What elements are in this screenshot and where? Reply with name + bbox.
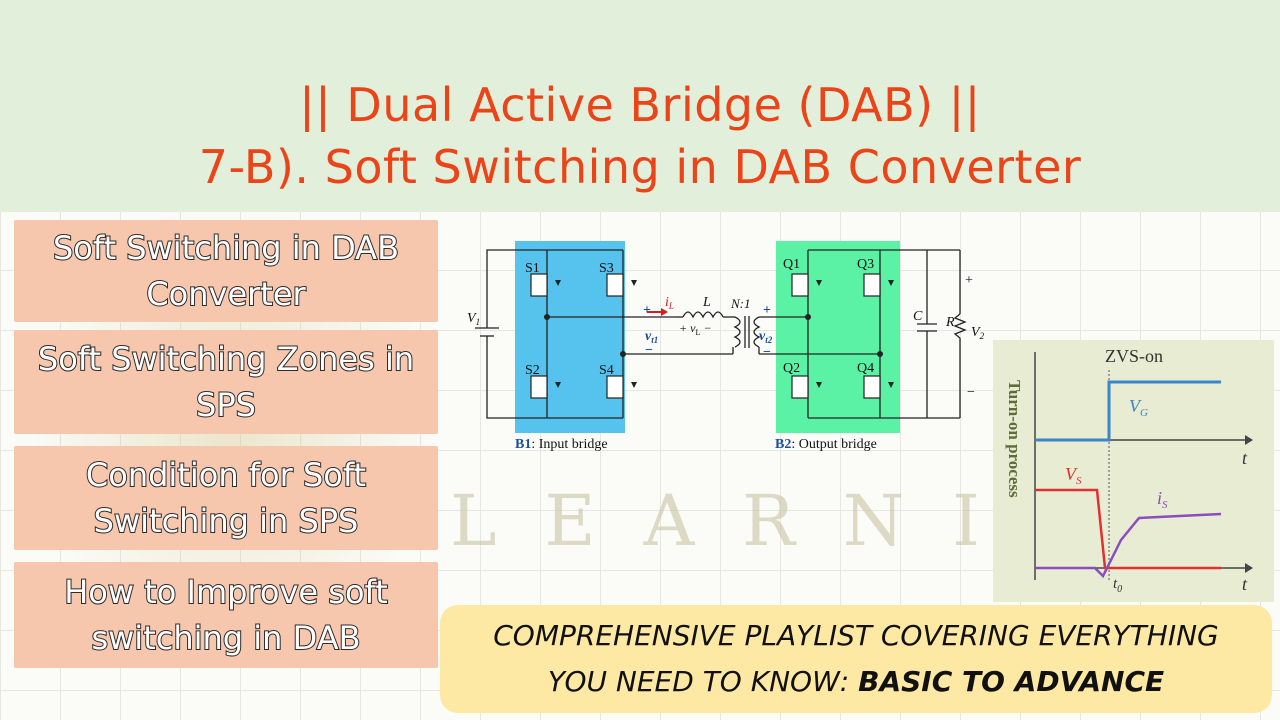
label-s2: S2 [525, 363, 540, 378]
label-s4: S4 [599, 363, 614, 378]
label-input-bridge: B1: Input bridge [515, 437, 608, 452]
label-vl: + vL− [679, 321, 711, 337]
input-bridge-highlight [515, 241, 625, 433]
label-r: R [945, 315, 955, 330]
label-is: iS [1157, 488, 1168, 511]
label-v2: V2 [971, 325, 985, 341]
output-bridge-highlight [776, 241, 900, 433]
label-vt2: vt2 [759, 329, 773, 345]
label-q1: Q1 [783, 257, 800, 272]
vg-trace [1035, 380, 1221, 442]
label-s1: S1 [525, 261, 540, 276]
title-line-1: || Dual Active Bridge (DAB) || [299, 78, 981, 132]
banner-line-2: YOU NEED TO KNOW: BASIC TO ADVANCE [547, 665, 1165, 698]
label-output-minus: − [967, 385, 975, 400]
watermark-text: LEARNING [450, 480, 1241, 562]
zvs-waveform-plot: ZVS-on Turn-on process VG VS iS t t t0 [993, 340, 1274, 602]
waveform-title: ZVS-on [1105, 346, 1163, 366]
label-inductor: L [702, 295, 711, 310]
label-t-lower: t [1242, 574, 1248, 594]
label-vt2-minus: − [763, 345, 771, 360]
label-t0: t0 [1113, 576, 1122, 595]
label-q4: Q4 [857, 361, 874, 376]
label-t-upper: t [1242, 448, 1248, 468]
banner-emphasis: BASIC TO ADVANCE [858, 665, 1165, 698]
label-vt1: vt1 [645, 329, 658, 345]
header-banner: || Dual Active Bridge (DAB) || 7-B). Sof… [0, 0, 1280, 212]
playlist-banner: COMPREHENSIVE PLAYLIST COVERING EVERYTHI… [440, 605, 1272, 713]
label-il: iL [665, 295, 674, 311]
label-q3: Q3 [857, 257, 874, 272]
label-output-plus: + [965, 273, 973, 288]
label-vs: VS [1065, 464, 1082, 487]
vs-trace [1035, 488, 1221, 570]
dab-circuit-diagram: S1 S3 S2 S4 Q1 Q3 Q2 Q4 V1 V2 R C + − L … [467, 241, 985, 452]
is-trace [1035, 512, 1222, 579]
label-c: C [913, 309, 923, 324]
waveform-axis-label: Turn-on process [1005, 380, 1024, 498]
title-line-2: 7-B). Soft Switching in DAB Converter [198, 140, 1082, 194]
banner-line-1: COMPREHENSIVE PLAYLIST COVERING EVERYTHI… [493, 619, 1219, 652]
label-vt2-plus: + [763, 303, 771, 318]
label-s3: S3 [599, 261, 614, 276]
label-v1: V1 [467, 311, 480, 327]
label-turns-ratio: N:1 [730, 296, 751, 311]
label-vt1-plus: + [643, 303, 651, 318]
label-vt1-minus: − [645, 343, 653, 358]
label-vg: VG [1129, 396, 1148, 419]
label-q2: Q2 [783, 361, 800, 376]
label-output-bridge: B2: Output bridge [775, 437, 877, 452]
